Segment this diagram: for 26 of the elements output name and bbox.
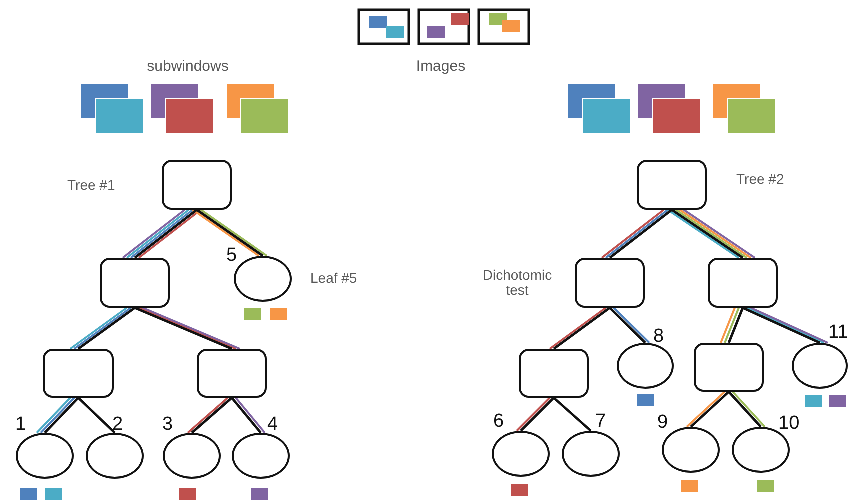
node-caption: Leaf #5 [310,270,358,286]
leaf-number: 2 [112,414,124,436]
test-node-box [197,349,267,398]
test-node-box [694,343,764,392]
leaf-number: 10 [778,414,800,434]
test-node-box [519,349,589,398]
test-node-box [100,258,170,308]
heading-label: Images [416,58,466,75]
leaf-number: 11 [828,322,848,344]
leaf-number: 8 [654,326,664,348]
leaf-number: 1 [16,414,26,436]
tree-branch-line [728,308,744,344]
leaf-number: 4 [268,414,278,436]
node-caption: Dichotomic test [482,268,554,298]
leaf-number: 6 [494,412,504,432]
leaf-number: 7 [596,412,606,432]
tree-branch-line [553,397,592,432]
heading-label: subwindows [147,58,229,75]
node-caption: Tree #1 [68,178,116,193]
test-node-box [43,349,114,398]
leaf-number: 3 [162,414,174,436]
test-node-box [708,258,778,308]
tree-branch-line [78,397,116,434]
leaf-number: 5 [226,246,238,266]
leaf-number: 9 [658,412,668,434]
node-caption: Tree #2 [736,172,784,187]
